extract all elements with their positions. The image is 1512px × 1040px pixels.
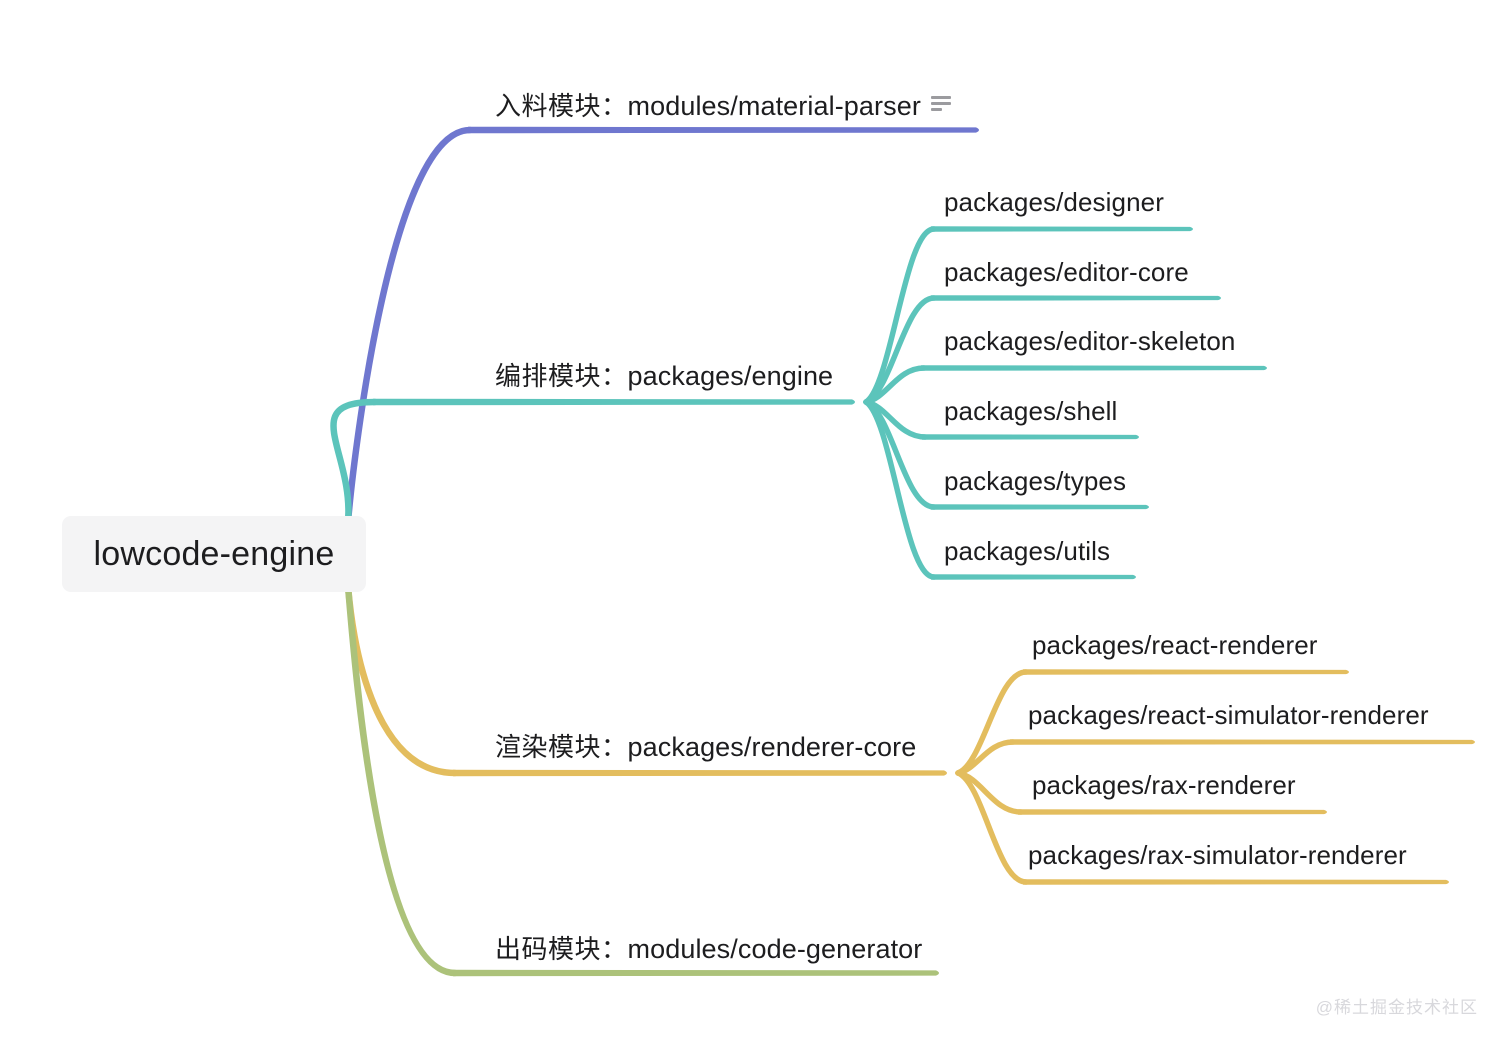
branch-prefix-engine: 编排模块： xyxy=(495,361,628,391)
leaf-label-designer[interactable]: packages/designer xyxy=(944,187,1164,217)
leaf-connector-engine-3 xyxy=(863,399,928,440)
leaf-label-types[interactable]: packages/types xyxy=(944,466,1127,496)
leaf-connector-renderer-3 xyxy=(955,770,1029,885)
branch-underline-renderer xyxy=(453,769,947,777)
branch-label-engine[interactable]: 编排模块：packages/engine xyxy=(495,363,833,390)
leaf-label-editor-skeleton[interactable]: packages/editor-skeleton xyxy=(944,326,1236,356)
branch-path-renderer: packages/renderer-core xyxy=(627,732,917,762)
branch-label-material[interactable]: 入料模块：modules/material-parser xyxy=(495,93,953,120)
leaf-label-rax-renderer[interactable]: packages/rax-renderer xyxy=(1032,770,1296,800)
leaf-connector-engine-5 xyxy=(863,399,937,580)
leaf-underline-engine-5 xyxy=(931,574,1136,580)
watermark: @稀土掘金技术社区 xyxy=(1315,998,1478,1017)
branch-underline-engine xyxy=(373,398,855,406)
leaf-connector-engine-0 xyxy=(863,226,937,405)
branch-prefix-codegen: 出码模块： xyxy=(495,934,628,964)
root-node-label: lowcode-engine xyxy=(93,534,335,573)
leaf-underline-renderer-1 xyxy=(1010,739,1475,745)
leaf-label-rax-simulator-renderer[interactable]: packages/rax-simulator-renderer xyxy=(1028,840,1407,870)
branch-underline-codegen xyxy=(453,969,939,977)
branch-path-codegen: modules/code-generator xyxy=(627,934,923,964)
leaf-underline-engine-3 xyxy=(922,434,1139,440)
leaf-connector-engine-4 xyxy=(863,399,937,510)
leaf-label-utils[interactable]: packages/utils xyxy=(944,536,1111,566)
leaf-label-react-simulator-renderer[interactable]: packages/react-simulator-renderer xyxy=(1028,700,1429,730)
branch-label-renderer[interactable]: 渲染模块：packages/renderer-core xyxy=(495,734,916,761)
branch-underline-material xyxy=(468,126,979,134)
leaf-label-editor-core[interactable]: packages/editor-core xyxy=(944,257,1189,287)
branch-stem-engine xyxy=(330,398,379,526)
leaf-underline-engine-4 xyxy=(931,504,1149,510)
leaf-label-shell[interactable]: packages/shell xyxy=(944,396,1118,426)
leaf-underline-engine-0 xyxy=(931,226,1193,232)
branch-prefix-material: 入料模块： xyxy=(495,91,628,121)
leaf-label-react-renderer[interactable]: packages/react-renderer xyxy=(1032,630,1318,660)
leaf-underline-engine-1 xyxy=(931,295,1221,301)
leaf-connector-renderer-2 xyxy=(955,770,1024,815)
branch-path-engine: packages/engine xyxy=(627,361,834,391)
leaf-connector-engine-2 xyxy=(863,365,927,405)
leaf-connector-engine-1 xyxy=(863,295,937,405)
branch-prefix-renderer: 渲染模块： xyxy=(495,732,628,762)
branch-stem-material xyxy=(344,126,474,526)
leaf-connector-renderer-0 xyxy=(955,669,1029,776)
leaf-connector-renderer-1 xyxy=(955,739,1016,776)
leaf-underline-renderer-0 xyxy=(1023,669,1349,675)
branch-path-material: modules/material-parser xyxy=(627,91,921,121)
branch-stem-renderer xyxy=(344,582,459,777)
leaf-underline-renderer-2 xyxy=(1018,809,1327,815)
leaf-underline-engine-2 xyxy=(921,365,1267,371)
branch-label-codegen[interactable]: 出码模块：modules/code-generator xyxy=(495,936,922,963)
branch-stem-codegen xyxy=(344,582,459,977)
root-node[interactable]: lowcode-engine xyxy=(62,516,366,592)
leaf-underline-renderer-3 xyxy=(1023,879,1449,885)
memo-icon[interactable] xyxy=(930,95,953,114)
